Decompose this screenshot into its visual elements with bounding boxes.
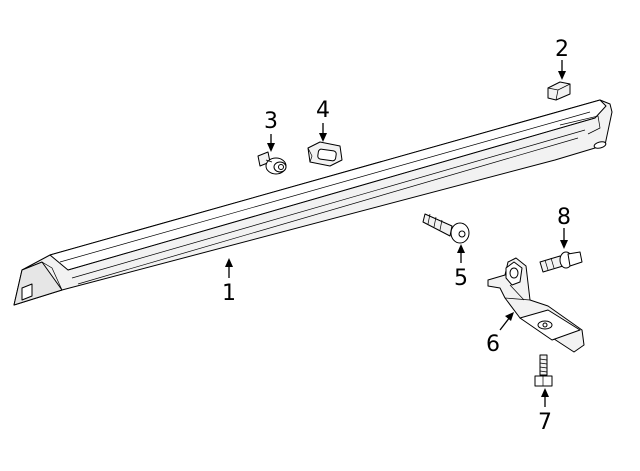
callout-2: 2 <box>555 37 569 62</box>
part-7-bolt <box>534 354 553 387</box>
callout-3: 3 <box>264 109 278 134</box>
callout-arrows <box>225 60 568 407</box>
part-6-bracket <box>487 257 585 353</box>
callout-8: 8 <box>557 205 571 230</box>
part-4-retainer <box>307 141 343 167</box>
callout-labels: 1 2 3 4 5 6 7 8 <box>222 37 571 435</box>
part-8-stud <box>539 251 583 273</box>
callout-1: 1 <box>222 281 236 306</box>
callout-7: 7 <box>538 410 552 435</box>
callout-4: 4 <box>316 98 330 123</box>
part-1-rocker-molding <box>13 99 613 306</box>
part-5-screw <box>422 213 470 244</box>
part-3-push-clip <box>257 151 287 175</box>
part-2-clip <box>547 81 571 101</box>
callout-6: 6 <box>486 332 500 357</box>
callout-5: 5 <box>454 266 468 291</box>
